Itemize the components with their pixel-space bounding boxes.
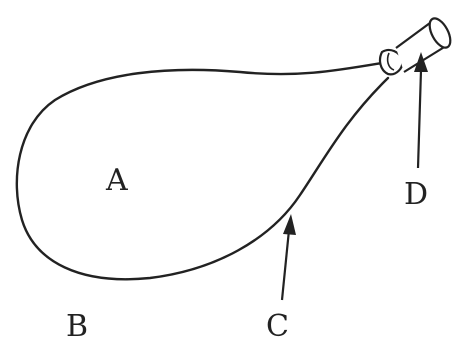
neck-tie-inner	[386, 52, 395, 71]
arrow-d-head	[414, 52, 428, 72]
arrow-c-shaft	[280, 229, 291, 301]
label-a: A	[106, 163, 128, 198]
mouthpiece-opening	[428, 17, 452, 49]
arrow-c-head	[283, 214, 296, 235]
arrow-d-shaft	[416, 69, 423, 169]
label-d: D	[404, 177, 429, 212]
neck-tie	[378, 48, 404, 76]
label-b: B	[66, 309, 89, 343]
label-c: C	[266, 309, 289, 343]
sac-outline	[15, 60, 390, 281]
